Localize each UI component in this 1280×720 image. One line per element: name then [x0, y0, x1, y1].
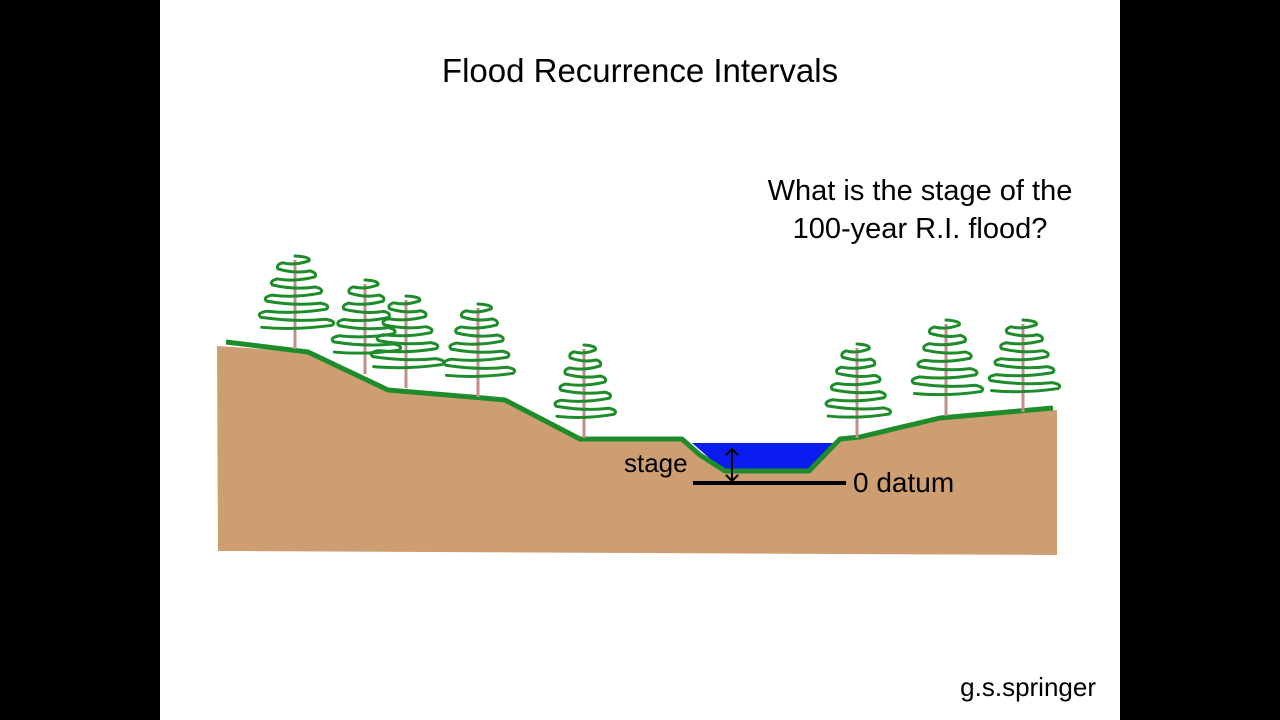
tree-8 — [987, 318, 1062, 412]
tree-crown — [910, 318, 985, 397]
double-headed-vertical-arrow-icon — [725, 447, 739, 483]
river-valley-diagram — [217, 254, 1062, 555]
tree-4 — [442, 302, 517, 397]
tree-crown — [987, 318, 1062, 394]
tree-crown — [824, 342, 892, 419]
tree-crown — [553, 343, 617, 419]
tree-7 — [910, 318, 985, 416]
author-credit: g.s.springer — [960, 672, 1096, 702]
tree-1 — [257, 254, 336, 349]
tree-crown — [442, 302, 517, 378]
stage-label: stage — [624, 448, 688, 478]
slide: Flood Recurrence Intervals What is the s… — [160, 0, 1120, 720]
tree-6 — [824, 342, 892, 438]
valley-ground — [217, 346, 1057, 555]
tree-crown — [369, 294, 446, 370]
channel-water — [692, 443, 838, 470]
question-text: What is the stage of the 100-year R.I. f… — [767, 175, 1073, 245]
slide-title: Flood Recurrence Intervals — [441, 52, 839, 89]
tree-3 — [369, 294, 446, 388]
datum-label: 0 datum — [853, 467, 955, 498]
trees — [257, 254, 1062, 438]
tree-5 — [553, 343, 617, 438]
tree-crown — [257, 254, 336, 330]
